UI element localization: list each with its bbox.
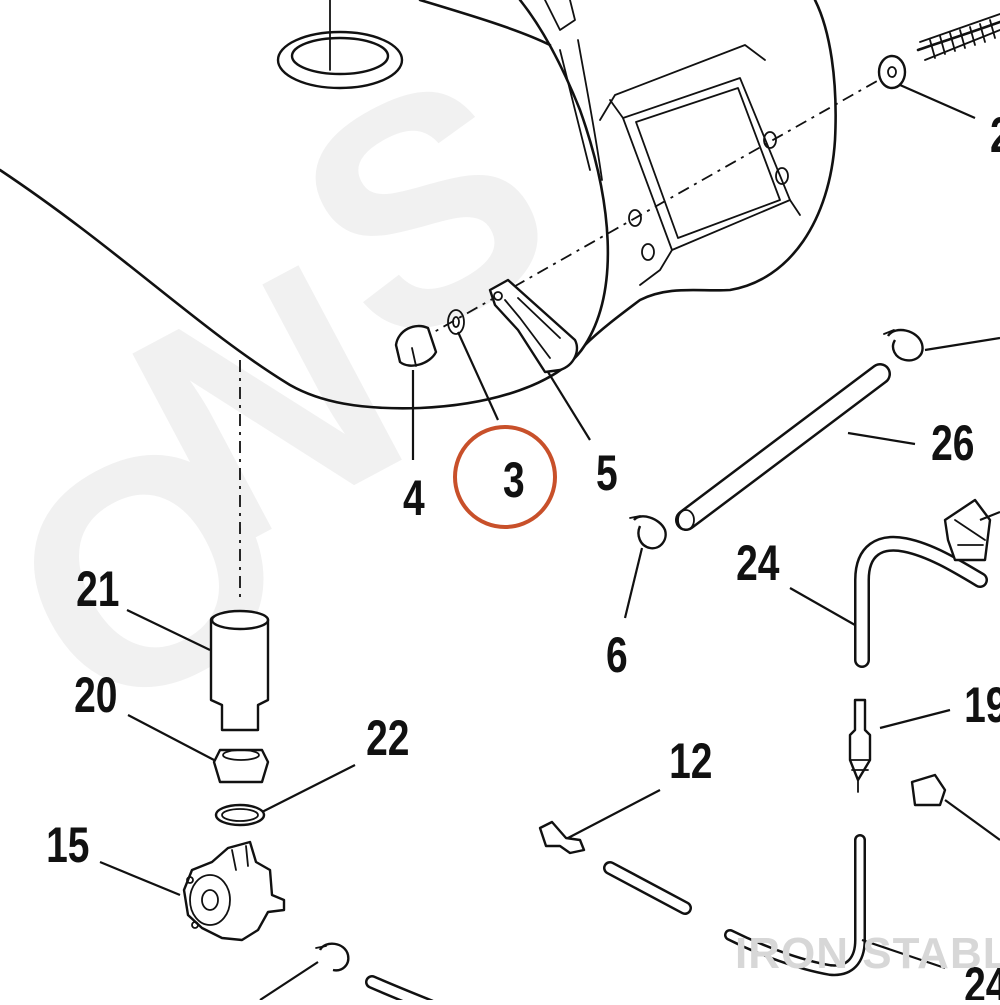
callout-21: 21: [76, 560, 119, 617]
acorn-nut: [394, 324, 438, 367]
leader-2: [899, 83, 976, 120]
leader-12: [567, 789, 661, 839]
hose-clamp-upper: [883, 328, 924, 362]
fuel-hose: [675, 363, 891, 531]
leader-small-clip: [944, 799, 1000, 841]
leader-lines: [99, 83, 1000, 1001]
highlight-circle: [453, 425, 557, 529]
filter-cup: [209, 609, 270, 732]
filler-neck: [276, 0, 404, 90]
petcock-gasket: [214, 803, 266, 827]
callout-24-lower: 24: [964, 956, 1000, 1000]
hose-clip: [943, 498, 992, 562]
hose-clamp-bottom: [315, 942, 350, 972]
bent-hose-lower: [724, 834, 866, 977]
leader-20: [127, 714, 215, 761]
callout-12: 12: [669, 732, 712, 789]
leader-21: [126, 609, 211, 651]
leader-26: [847, 431, 916, 446]
leader-6: [623, 547, 644, 619]
callout-15: 15: [46, 816, 89, 873]
leader-19: [879, 708, 951, 730]
callout-19: 19: [964, 676, 1000, 733]
petcock-nut: [212, 748, 270, 784]
leader-upper-clamp: [924, 336, 1000, 352]
callout-6: 6: [606, 626, 628, 683]
mounting-stud: [877, 13, 1000, 90]
leader-5: [547, 371, 591, 441]
callout-labels: 2 3 4 5 6 12 15 19 20 21 22 24 24 26: [46, 106, 1000, 1005]
small-clip: [910, 773, 947, 807]
callout-26: 26: [931, 414, 974, 471]
hose-clamp-lower: [629, 515, 667, 550]
brand-watermark: IRON STABLE: [735, 929, 1000, 978]
short-hose: [603, 861, 692, 915]
leader-24b: [861, 938, 946, 970]
callout-22: 22: [366, 709, 409, 766]
leader-3: [456, 331, 500, 421]
callout-3: 3: [503, 451, 525, 508]
leader-clip: [979, 510, 1000, 522]
lock-washer: [447, 309, 465, 335]
callout-2: 2: [990, 106, 1000, 163]
leader-22: [261, 764, 356, 813]
tank-bracket: [488, 278, 579, 374]
inline-filter: [848, 698, 872, 793]
leader-15: [99, 860, 181, 897]
callout-4: 4: [403, 469, 425, 526]
bent-hose-upper: [854, 535, 988, 668]
callout-5: 5: [596, 444, 618, 501]
callout-24-upper: 24: [736, 534, 779, 591]
hose-bottom: [365, 975, 437, 1005]
callout-20: 20: [74, 666, 117, 723]
hose-fitting: [538, 820, 586, 855]
leader-bottom-clamp: [259, 961, 319, 1001]
fuel-petcock: [182, 840, 286, 942]
leader-24a: [789, 587, 856, 626]
